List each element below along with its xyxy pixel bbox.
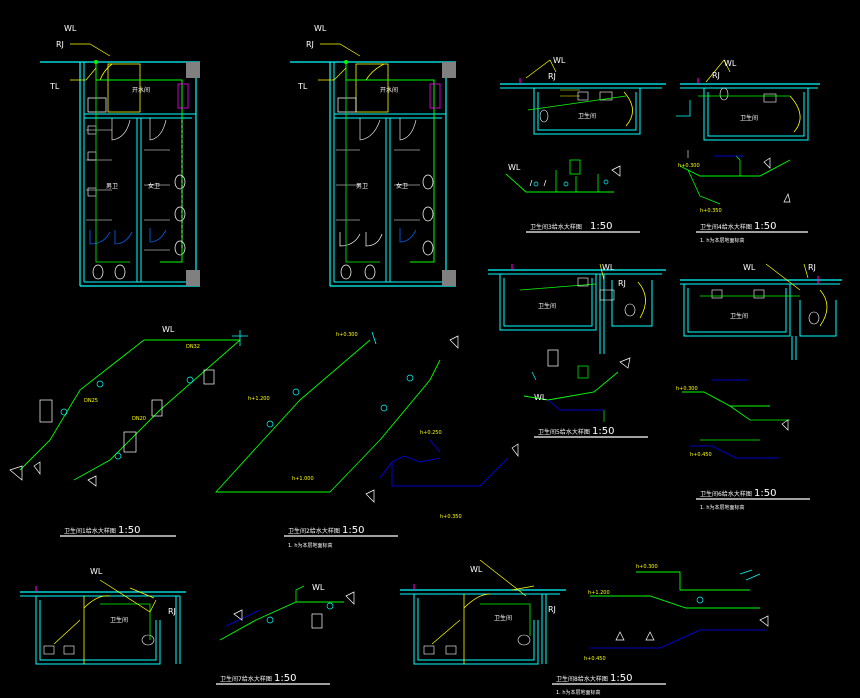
elevation-label: h+0.350	[440, 514, 462, 520]
elevation-label: h+1.200	[588, 590, 610, 596]
caption-b8: 卫生间8给水大样图 1:50 1. h为本层地面标高	[552, 673, 666, 696]
elevation-label: h+0.300	[336, 332, 358, 338]
room-label: 男卫	[106, 183, 118, 190]
elevation-label: h+1.000	[292, 476, 314, 482]
plan-8	[400, 559, 566, 665]
caption-b6: 卫生间6给水大样图 1:50 1. h为本层地面标高	[696, 488, 810, 511]
wl-label: WL	[314, 24, 327, 33]
caption-title: 卫生间6给水大样图	[700, 490, 752, 498]
caption-title: 卫生间5给水大样图	[538, 428, 590, 436]
isometric-2	[214, 331, 519, 503]
elevation-label: h+0.300	[678, 163, 700, 169]
pipe-size-label: DN20	[132, 416, 146, 422]
plan-1	[40, 43, 200, 287]
caption-b4: 卫生间4给水大样图 1:50 1. h为本层地面标高	[696, 221, 808, 244]
pipe-size-label: DN25	[84, 398, 98, 404]
caption-title: 卫生间2给水大样图	[288, 527, 340, 535]
plan-2	[290, 43, 456, 287]
caption-scale: 1:50	[342, 525, 364, 536]
wl-label: WL	[312, 583, 325, 592]
wl-label: WL	[602, 263, 615, 272]
wl-label: WL	[724, 59, 737, 68]
wl-label: WL	[64, 24, 77, 33]
wl-label: WL	[162, 325, 175, 334]
caption-note: 1. h为本层地面标高	[700, 237, 745, 244]
wl-label: WL	[743, 263, 756, 272]
wl-label: WL	[90, 567, 103, 576]
caption-title: 卫生间8给水大样图	[556, 675, 608, 683]
room-label: 男卫	[356, 183, 368, 190]
room-label: 卫生间	[538, 302, 556, 310]
caption-note: 1. h为本层地面标高	[288, 542, 333, 549]
room-label: 卫生间	[494, 614, 512, 622]
room-label: 卫生间	[110, 616, 128, 624]
rj-label: RJ	[548, 605, 556, 614]
caption-b5: 卫生间5给水大样图 1:50	[534, 426, 648, 438]
caption-title: 卫生间3给水大样图	[530, 223, 582, 231]
plan-5	[488, 263, 666, 354]
caption-scale: 1:50	[754, 488, 776, 499]
wl-label: WL	[534, 393, 547, 402]
plan-3	[500, 59, 666, 135]
room-label: 卫生间	[730, 312, 748, 320]
pipe-size-label: DN32	[186, 344, 200, 350]
elevation-label: h+0.300	[676, 386, 698, 392]
tl-label: TL	[49, 82, 60, 91]
caption-scale: 1:50	[590, 221, 612, 232]
rj-label: RJ	[168, 607, 176, 616]
caption-scale: 1:50	[754, 221, 776, 232]
room-label: 卫生间	[740, 114, 758, 122]
wl-label: WL	[553, 56, 566, 65]
elevation-label: h+0.250	[420, 430, 442, 436]
rj-label: RJ	[548, 72, 556, 81]
isometric-3	[505, 159, 621, 193]
elevation-label: h+1.200	[248, 396, 270, 402]
caption-b7: 卫生间7给水大样图 1:50	[216, 673, 330, 685]
rj-label: RJ	[808, 263, 816, 272]
room-label: 女卫	[396, 182, 408, 190]
isometric-6	[682, 379, 790, 459]
isometric-8	[590, 569, 769, 649]
room-label: 开水间	[380, 86, 398, 94]
caption-note: 1. h为本层地面标高	[556, 689, 601, 696]
tl-label: TL	[297, 82, 308, 91]
caption-scale: 1:50	[274, 673, 296, 684]
isometric-5	[523, 349, 631, 422]
caption-title: 卫生间7给水大样图	[220, 675, 272, 683]
caption-title: 卫生间4给水大样图	[700, 223, 752, 231]
caption-scale: 1:50	[118, 525, 140, 536]
plan-6	[680, 263, 842, 360]
caption-b3: 卫生间3给水大样图 1:50	[526, 221, 640, 233]
column	[186, 270, 200, 286]
isometric-4	[679, 150, 791, 205]
plan-4	[676, 59, 820, 141]
caption-b1: 卫生间1给水大样图 1:50	[60, 525, 176, 537]
elevation-label: h+0.450	[690, 452, 712, 458]
isometric-1	[9, 330, 248, 487]
elevation-label: h+0.300	[636, 564, 658, 570]
elevation-label: h+0.450	[584, 656, 606, 662]
caption-b2: 卫生间2给水大样图 1:50 1. h为本层地面标高	[284, 525, 398, 549]
rj-label: RJ	[56, 40, 64, 49]
wl-label: WL	[508, 163, 521, 172]
column	[186, 62, 200, 78]
wl-label: WL	[470, 565, 483, 574]
caption-scale: 1:50	[610, 673, 632, 684]
caption-note: 1. h为本层地面标高	[700, 504, 745, 511]
room-label: 女卫	[148, 182, 160, 190]
room-label: 卫生间	[578, 112, 596, 120]
isometric-7	[219, 585, 355, 641]
rj-label: RJ	[712, 71, 720, 80]
caption-scale: 1:50	[592, 426, 614, 437]
rj-label: RJ	[618, 279, 626, 288]
plan-7	[20, 579, 186, 665]
room-label: 开水间	[132, 86, 150, 94]
caption-title: 卫生间1给水大样图	[64, 527, 116, 535]
rj-label: RJ	[306, 40, 314, 49]
elevation-label: h+0.350	[700, 208, 722, 214]
